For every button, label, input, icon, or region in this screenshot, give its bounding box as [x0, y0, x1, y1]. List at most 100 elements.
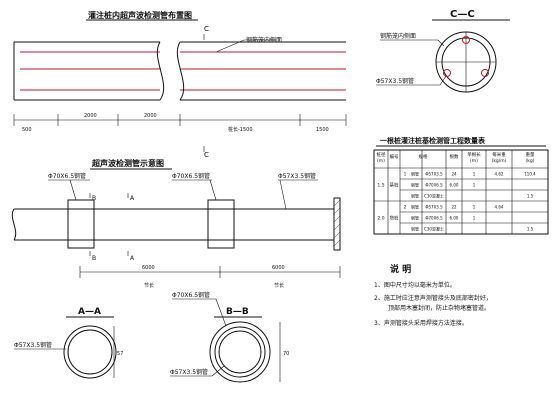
detail-label-segment-b: 节长: [274, 282, 284, 289]
table-cell: 钢管: [411, 226, 419, 232]
callout-70-b-leader: [209, 179, 217, 201]
table-header-cell: 单根长: [467, 151, 481, 158]
note-2-line-1: 2、施工时应注意声测管接头及底部密封好，: [374, 294, 492, 302]
dim-1500: 1500: [316, 127, 329, 133]
note-3: 3、声测管接头采用焊接方法连接。: [374, 319, 468, 327]
detail-label-segment-a: 节长: [144, 282, 154, 289]
top-view: 灌注桩内超声波检测管布置图 C C 钢筋笼内侧面 2000: [13, 10, 347, 159]
quantity-table: 一根桩灌注桩基检测管工程数量表 桩径(m)编号规格根数单根长(m)每米重(kg/…: [373, 136, 549, 235]
table-cell: 钢管: [411, 182, 419, 188]
table-cell: 钢管: [411, 215, 419, 221]
top-view-title: 灌注桩内超声波检测管布置图: [88, 10, 192, 20]
table-header-cell: (kg/m): [492, 158, 507, 164]
table-cell: 2: [404, 205, 407, 210]
table-cell: 110.4: [524, 172, 536, 177]
callout-pipe-70-b: Φ70X6.5钢管: [172, 172, 210, 180]
dim-500: 500: [22, 127, 32, 133]
table-cell: 1: [473, 205, 476, 210]
mark-b-2: B: [92, 255, 96, 262]
sleeve-2: [207, 199, 235, 249]
bb-middle-circle: [214, 326, 266, 378]
table-cell: 钢管: [411, 193, 419, 199]
table-cell: 6.00: [450, 216, 459, 221]
aa-inner-circle: [67, 329, 113, 375]
table-header-cell: (m): [377, 158, 385, 164]
bb-dim: 70: [283, 351, 289, 357]
table-header-cell: (m): [470, 158, 478, 164]
table-cell: 1.5: [527, 194, 534, 199]
table-cell: 钢管: [411, 204, 419, 210]
table-grid: [374, 150, 548, 234]
aa-dim: 57: [117, 351, 123, 357]
table-cell: C30混凝土: [424, 193, 444, 199]
callout-70-a-leader: [69, 179, 77, 201]
table-header-cell: (kg): [526, 158, 535, 164]
table-cell: Φ70X6.5: [425, 216, 443, 221]
table-header-cell: 重量: [526, 151, 535, 158]
table-cell: 4.64: [495, 205, 504, 210]
pipe-break-left: [11, 208, 17, 241]
break-line-right: [176, 41, 185, 101]
table-cell: 4.62: [495, 172, 504, 177]
table-frame: [373, 149, 549, 235]
cc-pipe-2: [443, 69, 451, 77]
table-cell: C30混凝土: [424, 226, 444, 232]
cc-pipe-1: [462, 36, 470, 44]
table-cell: Φ57X3.5: [425, 172, 443, 177]
cc-pipe-leader: [439, 75, 447, 86]
section-aa-title: A—A: [78, 307, 101, 317]
note-2: 2、施工时应注意声测管接头及底部密封好， 顶部用木塞封闭，防止杂物堵塞管道。: [374, 294, 494, 312]
callout-pipe-70-a: Φ70X6.5钢管: [48, 172, 86, 180]
section-cc: C—C 钢筋笼内侧面 Φ57X3.5钢管: [376, 9, 510, 93]
table-diameter: 1.5: [377, 183, 384, 189]
callout-57-leader: [279, 179, 287, 210]
table-cell: 1.5: [527, 227, 534, 232]
table-group-label: 塔桩: [390, 215, 399, 222]
bb-pipe-57-leader: [211, 365, 225, 377]
section-mark-c-bottom: C: [204, 151, 209, 159]
cc-callout: 钢筋笼内侧面: [380, 32, 416, 40]
section-mark-c-top: C: [204, 25, 209, 33]
dim-pile-length: 桩长-1500: [228, 126, 253, 133]
dim-2000-b: 2000: [144, 113, 157, 119]
mark-b-1: B: [92, 195, 96, 202]
table-header-cell: 规格: [419, 153, 428, 160]
section-bb: B—B Φ70X6.5钢管 Φ57X3.5钢管 70: [170, 291, 289, 383]
table-cell: 1: [404, 172, 407, 177]
cc-pipe-3: [481, 69, 489, 77]
table-cell: 1: [473, 172, 476, 177]
table-cell: 6.00: [450, 183, 459, 188]
table-title: 一根桩灌注桩基检测管工程数量表: [380, 136, 486, 145]
table-cell: 1: [473, 216, 476, 221]
mark-a-1: A: [130, 195, 135, 202]
bb-outer-circle: [209, 321, 271, 383]
table-cell: 22: [451, 205, 457, 210]
table-group-label: 基桩: [390, 182, 399, 189]
bb-pipe-70-label: Φ70X6.5钢管: [172, 291, 210, 299]
callout-pipe-57: Φ57X3.5钢管: [278, 172, 316, 180]
section-bb-title: B—B: [226, 307, 249, 317]
sleeve-1: [67, 199, 95, 249]
section-cc-title: C—C: [450, 9, 475, 20]
break-line-left: [156, 41, 165, 101]
detail-title: 超声波检测管示意图: [91, 158, 164, 168]
notes: 说 明 1、图中尺寸均以毫米为单位。 2、施工时应注意声测管接头及底部密封好， …: [374, 263, 494, 327]
detail-dim-6000-b: 6000: [272, 265, 285, 271]
cc-callout-leader: [437, 39, 445, 47]
end-plate: [333, 197, 341, 251]
dim-2000-a: 2000: [84, 113, 97, 119]
table-cell: Φ57X3.5: [425, 205, 443, 210]
table-cell: 1: [473, 183, 476, 188]
table-header-cell: 编号: [390, 153, 399, 160]
table-cell: 24: [451, 172, 457, 177]
cc-pipe-label: Φ57X3.5钢管: [376, 77, 414, 85]
note-2-line-2: 顶部用木塞封闭，防止杂物堵塞管道。: [388, 304, 490, 312]
bb-inner-circle: [218, 330, 262, 374]
note-1: 1、图中尺寸均以毫米为单位。: [374, 281, 456, 289]
section-aa: A—A Φ57X3.5钢管 57: [14, 307, 123, 379]
table-header-cell: 桩径: [377, 151, 386, 158]
detail-dim-6000-a: 6000: [142, 265, 155, 271]
mark-a-2: A: [130, 255, 135, 262]
aa-outer-circle: [63, 325, 117, 379]
